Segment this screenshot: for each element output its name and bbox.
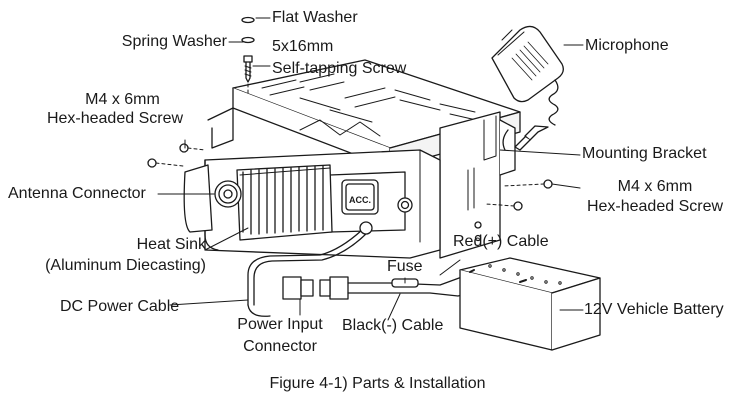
fuse-label: Fuse xyxy=(387,258,423,275)
red-cable-label: Red(+) Cable xyxy=(453,233,549,250)
dc-power-cable xyxy=(247,221,373,317)
vehicle-battery xyxy=(459,257,601,351)
hex-screw-left xyxy=(147,143,206,168)
hex-screw-left-type-label: Hex-headed Screw xyxy=(46,110,184,127)
figure-caption: Figure 4-1) Parts & Installation xyxy=(269,375,486,392)
mounting-bracket-label: Mounting Bracket xyxy=(582,145,707,162)
antenna-connector-label: Antenna Connector xyxy=(8,185,146,202)
hex-screw-right-type-label: Hex-headed Screw xyxy=(586,198,724,215)
mounting-bracket xyxy=(207,59,521,259)
dc-power-cable-label: DC Power Cable xyxy=(60,298,180,315)
microphone xyxy=(491,25,564,151)
screw-size-label: 5x16mm xyxy=(272,38,334,55)
flat-washer xyxy=(241,16,255,24)
acc-label: ACC. xyxy=(349,195,371,205)
black-cable-label: Black(-) Cable xyxy=(342,317,444,334)
heat-sink-material-label: (Aluminum Diecasting) xyxy=(45,257,206,274)
self-tapping-screw xyxy=(243,55,253,97)
hex-screw-left-size-label: M4 x 6mm xyxy=(85,91,160,108)
self-tapping-screw-label: Self-tapping Screw xyxy=(272,60,407,77)
spring-washer-label: Spring Washer xyxy=(121,33,227,50)
leader-lines xyxy=(157,17,584,321)
hex-screw-right xyxy=(485,179,553,211)
power-input-connector-label: Connector xyxy=(243,338,317,355)
heat-sink xyxy=(236,164,333,241)
antenna-connector xyxy=(214,180,242,208)
hex-screw-right-size-label: M4 x 6mm xyxy=(617,178,693,195)
power-input-connector xyxy=(282,276,349,300)
spring-washer xyxy=(241,36,255,44)
flat-washer-label: Flat Washer xyxy=(272,9,358,26)
power-input-label: Power Input xyxy=(237,316,323,333)
battery-label: 12V Vehicle Battery xyxy=(584,301,724,318)
microphone-label: Microphone xyxy=(585,37,669,54)
heat-sink-label: Heat Sink xyxy=(136,236,206,253)
